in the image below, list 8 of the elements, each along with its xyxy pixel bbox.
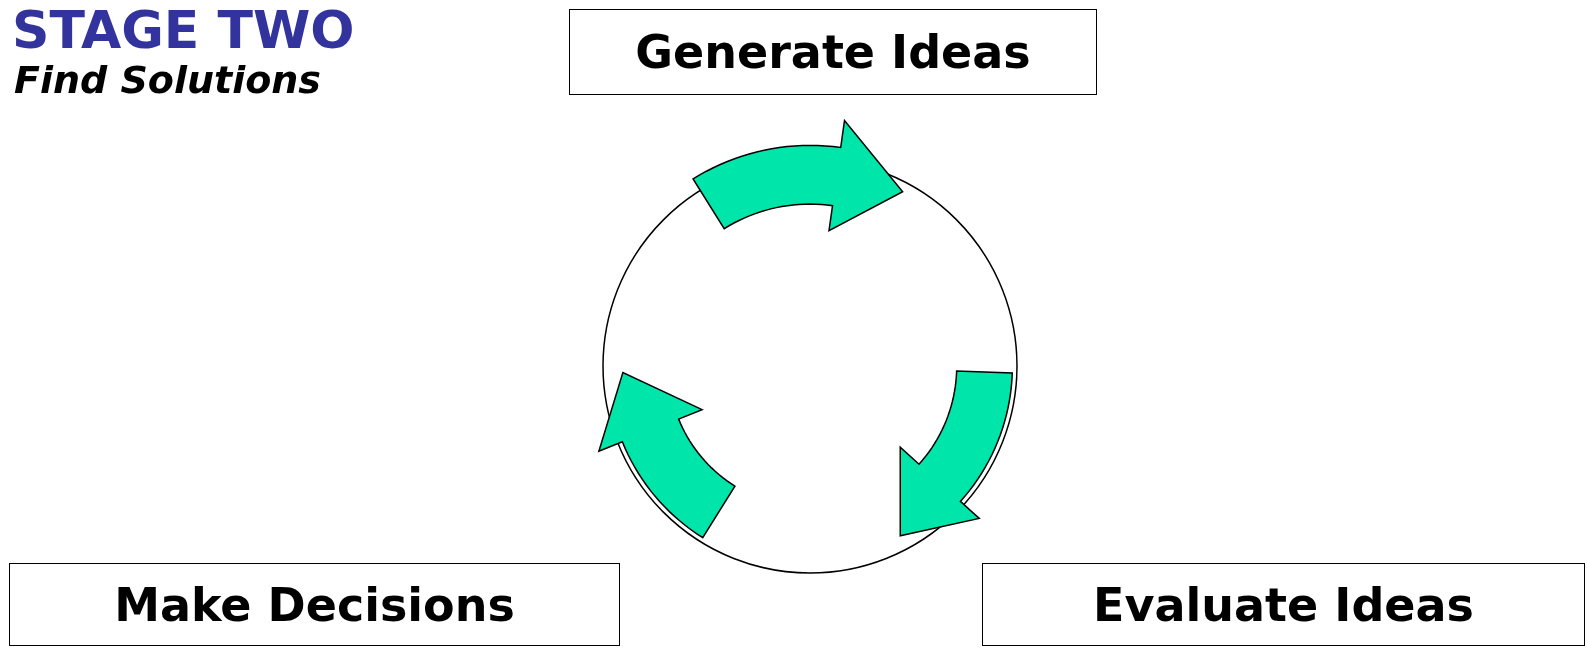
stage-label: Make Decisions <box>114 577 515 632</box>
subtitle: Find Solutions <box>14 58 321 102</box>
stage-box <box>982 563 1585 646</box>
stage-box <box>569 9 1097 95</box>
stage-box <box>9 563 620 646</box>
title: STAGE TWO <box>12 0 355 60</box>
stage-label: Evaluate Ideas <box>1093 577 1474 632</box>
stage-label: Generate Ideas <box>635 25 1031 79</box>
